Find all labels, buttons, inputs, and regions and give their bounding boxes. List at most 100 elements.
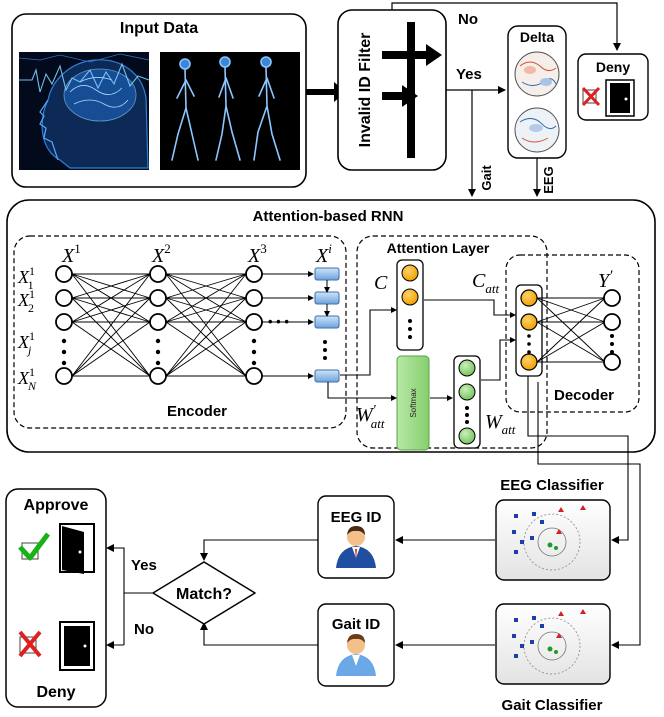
rnn-title: Attention-based RNN — [253, 208, 404, 225]
encoder-connections — [71, 273, 247, 377]
encoder-edge — [71, 297, 151, 377]
encoder-edge — [71, 273, 151, 299]
ellipsis-dot — [527, 342, 531, 346]
encoder-edge — [165, 273, 247, 377]
encoder-label: Encoder — [167, 403, 227, 420]
match-decision: Match? — [151, 561, 257, 625]
deny-top-panel: Deny — [577, 53, 649, 121]
input-data-title: Input Data — [120, 20, 198, 37]
weights-to-decoder-arrow — [481, 337, 516, 381]
open-door-icon — [59, 523, 95, 574]
ellipsis-dot — [251, 338, 257, 344]
input-data-panel: Input Data — [11, 13, 307, 188]
gait-branch-label: Gait — [479, 165, 494, 191]
y-prime-label: Y′ — [598, 268, 613, 292]
deny-label: Deny — [36, 684, 75, 701]
encoder-edge — [71, 297, 151, 323]
decoder-edge — [536, 297, 606, 323]
eeg-classifier-title: EEG Classifier — [500, 477, 604, 494]
eeg-branch-label: EEG — [541, 166, 556, 193]
eeg-id-title: EEG ID — [331, 509, 382, 526]
ellipsis-dot — [155, 349, 161, 355]
ellipsis-dot — [61, 349, 67, 355]
ellipsis-dot — [323, 340, 327, 344]
match-no-label: No — [134, 621, 154, 638]
output-node — [603, 353, 621, 371]
delta-panel: Delta — [507, 25, 567, 159]
encoder-edge — [165, 297, 247, 323]
ellipsis-dot — [610, 350, 614, 354]
encoder-edge — [71, 273, 151, 377]
decoder-edge — [536, 297, 606, 363]
match-label: Match? — [176, 586, 232, 603]
hidden-state-cell — [314, 369, 340, 383]
closed-door-icon — [59, 621, 95, 671]
decoder-connections — [536, 297, 606, 363]
context-vector — [396, 259, 424, 351]
filter-title: Invalid ID Filter — [357, 33, 374, 148]
encoder-edge — [71, 321, 151, 377]
encoder-edge — [165, 297, 247, 377]
decoder-label: Decoder — [554, 387, 614, 404]
eeg-topomap-2 — [514, 107, 560, 153]
gait-classifier-title: Gait Classifier — [502, 697, 603, 714]
encoder-node — [149, 289, 167, 307]
encoder-node — [245, 289, 263, 307]
ellipsis-dot — [610, 334, 614, 338]
decoder-box — [505, 254, 640, 413]
hidden-ellipsis: • • • — [268, 314, 289, 329]
eeg-topomap-1 — [514, 51, 560, 97]
attention-label: Attention Layer — [387, 240, 490, 256]
output-node — [603, 289, 621, 307]
gait-id-to-match-arrow — [200, 622, 318, 646]
encoder-node — [55, 313, 73, 331]
gait-id-title: Gait ID — [332, 616, 381, 633]
attention-box — [356, 235, 548, 449]
hidden-to-softmax-arrow — [327, 382, 397, 401]
layer-label-3: X3 — [247, 241, 267, 267]
encoder-edge — [165, 273, 247, 299]
encoder-edge — [71, 273, 151, 323]
softmax-block: Softmax — [396, 355, 430, 451]
encoder-node — [149, 313, 167, 331]
decoder-input-node — [520, 313, 538, 331]
ellipsis-dot — [155, 360, 161, 366]
c-to-decoder-arrow — [424, 299, 516, 318]
user-avatar-icon — [336, 634, 376, 676]
hidden-state-cell — [314, 291, 340, 305]
ellipsis-dot — [527, 334, 531, 338]
encoder-box — [13, 235, 347, 429]
layer-label-2: X2 — [151, 241, 171, 267]
hidden-to-c-arrow — [340, 307, 397, 376]
encoder-node — [245, 265, 263, 283]
gait-id-panel: Gait ID — [317, 603, 395, 687]
brain-eeg-image — [18, 52, 150, 170]
encoder-node — [149, 265, 167, 283]
match-yes-label: Yes — [131, 557, 157, 574]
svg-text:X2: X2 — [151, 241, 171, 267]
encoder-node — [55, 367, 73, 385]
decoder-edge — [536, 321, 606, 363]
svg-text:X3: X3 — [247, 241, 267, 267]
w-att-label: Watt — [485, 411, 516, 437]
result-panel: Approve Deny — [5, 488, 107, 708]
filter-bar — [407, 22, 415, 158]
encoder-node — [245, 367, 263, 385]
ellipsis-dot — [251, 360, 257, 366]
ellipsis-dot — [323, 348, 327, 352]
c-att-label: Catt — [472, 270, 499, 296]
eeg-classifier-panel — [495, 499, 611, 581]
encoder-nodes — [55, 265, 263, 385]
hidden-state-cell — [314, 267, 340, 281]
ellipsis-dot — [61, 360, 67, 366]
user-avatar-icon — [336, 526, 376, 568]
rnn-to-gait-classifier-arrow — [537, 382, 641, 649]
decoder-nodes — [520, 289, 621, 371]
ellipsis-dot — [527, 350, 531, 354]
eeg-id-panel: EEG ID — [317, 495, 395, 579]
encoder-node — [149, 367, 167, 385]
